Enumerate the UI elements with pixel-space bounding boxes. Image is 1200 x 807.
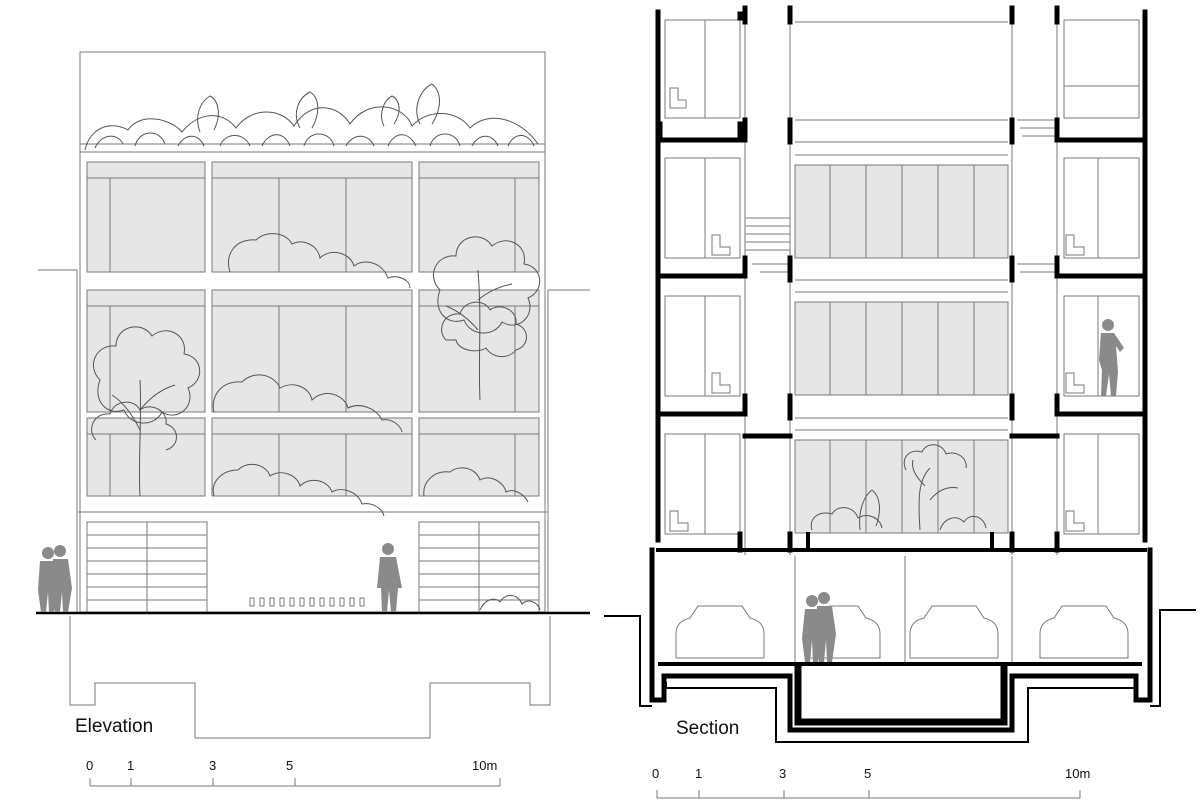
window-f1-left <box>86 161 206 273</box>
elevation-scale-label-0: 0 <box>86 758 94 773</box>
lift-pit <box>794 664 1008 726</box>
elevation-foliage <box>84 83 541 611</box>
section-thin-lines <box>664 14 1140 662</box>
car-3 <box>909 605 999 659</box>
section-planter-box <box>806 532 994 552</box>
section-scale-label-1: 1 <box>695 766 703 781</box>
couple-silhouette-section <box>802 592 836 662</box>
toilet-right-f1 <box>1065 234 1085 256</box>
neighbour-right-outline <box>547 289 590 612</box>
car-4 <box>1039 605 1129 659</box>
window-f1-right <box>418 161 540 273</box>
window-f2-left <box>86 289 206 413</box>
toilet-left-f2 <box>711 372 731 394</box>
roof-garden-plants <box>84 83 539 151</box>
toilet-right-f2 <box>1065 372 1085 394</box>
elevation-scale-label-3: 3 <box>209 758 217 773</box>
garage-door-left <box>86 521 208 613</box>
section-scale-bar <box>656 790 1081 799</box>
window-f2-center <box>211 289 413 413</box>
section-scale-label-3: 3 <box>779 766 787 781</box>
garage-door-right <box>418 521 540 613</box>
car-1 <box>675 605 765 659</box>
section-people <box>802 319 1124 662</box>
section-scale-label-5: 5 <box>864 766 872 781</box>
section-title: Section <box>676 718 740 739</box>
toilet-left-f3 <box>669 510 689 532</box>
section-scale-label-0: 0 <box>652 766 660 781</box>
elevation-scale-label-10m: 10m <box>472 758 498 773</box>
basement-slab <box>649 547 1153 733</box>
elevation-tree-left <box>91 326 200 497</box>
ventilation-grille <box>249 597 365 607</box>
elevation-tree-right <box>432 236 540 401</box>
section-ground-line <box>604 609 1196 743</box>
roof-parapet <box>79 51 546 145</box>
section-planter-plants <box>810 444 987 531</box>
man-silhouette-elevation <box>377 543 402 612</box>
couple-silhouette-elevation <box>38 545 72 612</box>
window-f3-center <box>211 417 413 497</box>
elevation-people <box>38 543 402 612</box>
balcony-planter-plants <box>212 233 541 611</box>
section-cars <box>675 605 1129 659</box>
toilet-right-f3 <box>1065 510 1085 532</box>
elevation-scale-bar <box>89 778 501 787</box>
toilet-left-f1 <box>711 234 731 256</box>
elevation-drawing <box>38 51 590 739</box>
elevation-scale-label-5: 5 <box>286 758 294 773</box>
elevation-scale-label-1: 1 <box>127 758 135 773</box>
window-f1-center <box>211 161 413 273</box>
section-structure <box>649 5 1153 733</box>
window-f3-right <box>418 417 540 497</box>
toilet-left-f0 <box>669 87 687 109</box>
man-silhouette-section <box>1099 319 1124 396</box>
neighbour-left-outline <box>38 269 78 612</box>
window-f3-left <box>86 417 206 497</box>
elevation-foundation <box>69 616 551 739</box>
section-scale-label-10m: 10m <box>1065 766 1091 781</box>
elevation-title: Elevation <box>75 716 154 737</box>
